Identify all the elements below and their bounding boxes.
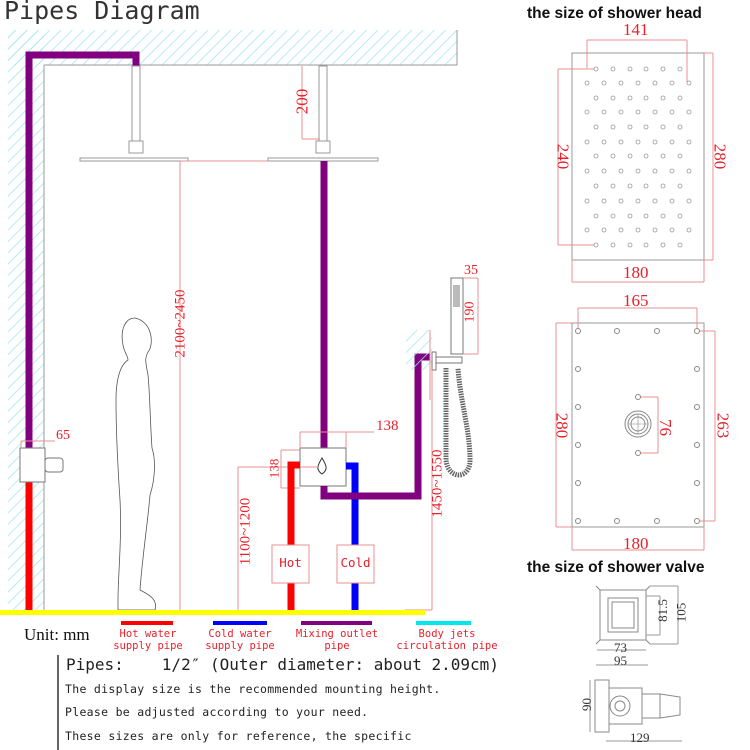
valve-dim-side-w: 129 (630, 730, 650, 745)
dim-head-height: 2100~2450 (172, 289, 189, 358)
legend-hot: Hot water supply pipe (113, 628, 183, 652)
dim-valve-width: 138 (376, 418, 399, 434)
cold-label: Cold (340, 555, 371, 570)
pipes-note: Pipes:1/2″ (Outer diameter: about 2.09cm… (66, 655, 499, 674)
valve-dim-outer-h: 105 (673, 602, 689, 623)
note-line-2: Please be adjusted according to your nee… (65, 705, 369, 719)
floor (0, 610, 425, 615)
dim-wall-valve-depth: 65 (56, 428, 70, 443)
valve-side-view (594, 679, 681, 733)
cold-pipe (346, 462, 359, 610)
hot-pipe (287, 461, 300, 610)
mounting-holes (575, 328, 700, 524)
valve-dim-side-h: 90 (579, 698, 594, 711)
shower-head-dim-left: 240 (553, 143, 573, 170)
note-line-3: These sizes are only for reference, the … (65, 729, 412, 743)
note-line-1: The display size is the recommended moun… (65, 682, 441, 696)
hose (443, 367, 473, 478)
legend-cold: Cold water supply pipe (205, 628, 275, 652)
nozzle-grid (584, 66, 692, 248)
shower-head-dim-right: 280 (710, 143, 730, 170)
shower-head-title: the size of shower head (527, 5, 702, 22)
unit-label: Unit: mm (24, 625, 90, 644)
plate-dim-top: 165 (623, 291, 649, 310)
plate-dim-right: 263 (713, 412, 733, 439)
valve-dim-outer-w: 95 (614, 653, 627, 668)
shower-head-dim-bottom: 180 (623, 263, 649, 282)
wall-valve (19, 447, 46, 483)
page-title: Pipes Diagram (4, 0, 200, 25)
legend-mixing: Mixing outlet pipe (295, 628, 379, 652)
dim-valve-height: 1100~1200 (237, 497, 254, 566)
dim-handshower-height: 1450~1550 (429, 449, 446, 518)
ceiling (8, 30, 457, 65)
plate-dim-center: 76 (656, 419, 675, 436)
hot-label: Hot (279, 555, 302, 570)
person-silhouette (115, 317, 157, 611)
plate-dim-bottom: 180 (623, 534, 649, 553)
mixing-pipe-left (25, 51, 140, 610)
dim-handshower-width: 35 (464, 263, 478, 278)
legend-body-jets: Body jets circulation pipe (396, 628, 498, 652)
valve-top-view (595, 585, 651, 645)
dim-valve-side: 138 (266, 458, 282, 479)
shower-valve-title: the size of shower valve (527, 559, 705, 576)
dim-arm-length: 200 (292, 88, 312, 115)
valve-dim-inner-h: 81.5 (654, 599, 670, 622)
valve-dim-inner-w: 73 (614, 640, 627, 655)
plate-dim-left: 280 (552, 412, 572, 439)
shower-head-dim-top: 141 (623, 20, 649, 39)
dim-handshower-length: 190 (462, 301, 478, 323)
